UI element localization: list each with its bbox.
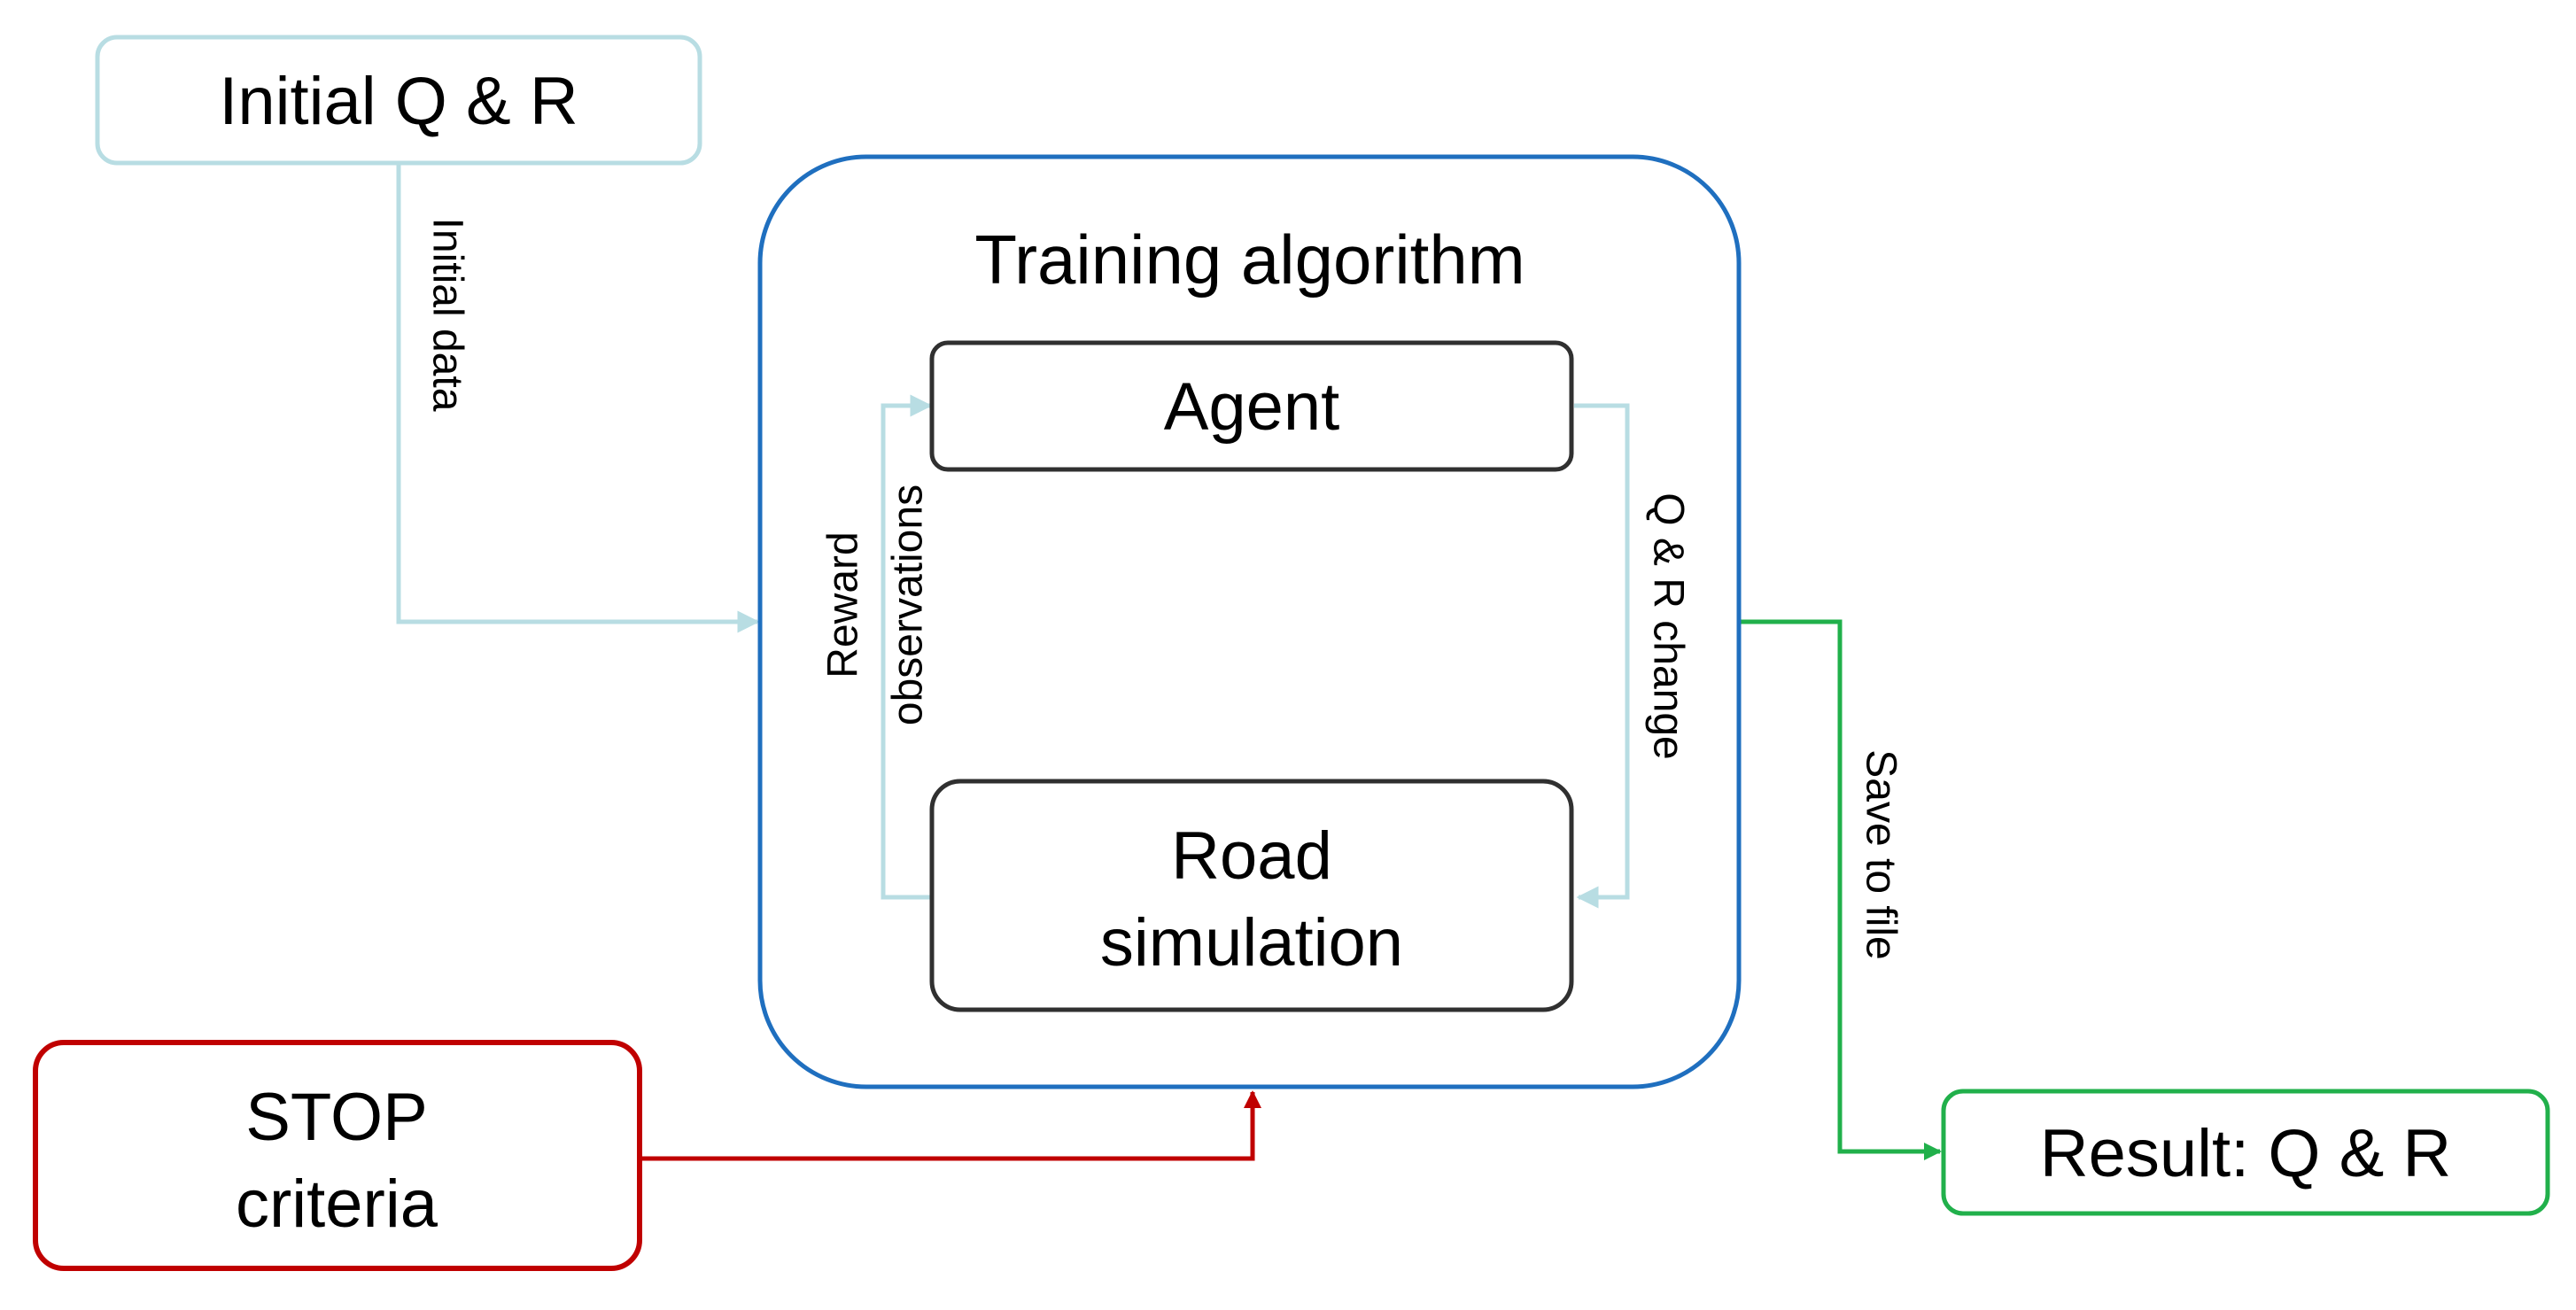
stop-criteria-connector: [640, 1090, 1261, 1161]
reward-observations-connector: [881, 394, 935, 900]
result-label: Result: Q & R: [2040, 1116, 2452, 1191]
save-to-file-connector: [1739, 619, 1942, 1160]
initial-qr-node: Initial Q & R: [95, 35, 702, 166]
qr-change-connector: [1574, 403, 1630, 909]
stop-criteria-label-line2: criteria: [236, 1167, 438, 1242]
save-to-file-label: Save to file: [1857, 749, 1904, 959]
agent-label: Agent: [1164, 369, 1340, 445]
road-simulation-label-line1: Road: [1171, 818, 1332, 894]
initial-qr-label: Initial Q & R: [219, 64, 578, 139]
training-algorithm-title: Training algorithm: [974, 221, 1525, 298]
observations-label: observations: [885, 484, 932, 725]
initial-data-connector: [396, 165, 760, 633]
training-algorithm-node: Training algorithm: [757, 154, 1742, 1089]
road-simulation-node: Road simulation: [929, 779, 1574, 1012]
agent-node: Agent: [929, 340, 1574, 472]
road-simulation-label-line2: simulation: [1100, 905, 1403, 981]
reward-label: Reward: [820, 531, 867, 678]
stop-criteria-label-line1: STOP: [245, 1080, 428, 1155]
initial-data-label: Initial data: [423, 218, 470, 412]
result-node: Result: Q & R: [1941, 1089, 2550, 1216]
stop-criteria-node: STOP criteria: [33, 1040, 642, 1271]
qr-change-label: Q & R change: [1644, 492, 1691, 760]
